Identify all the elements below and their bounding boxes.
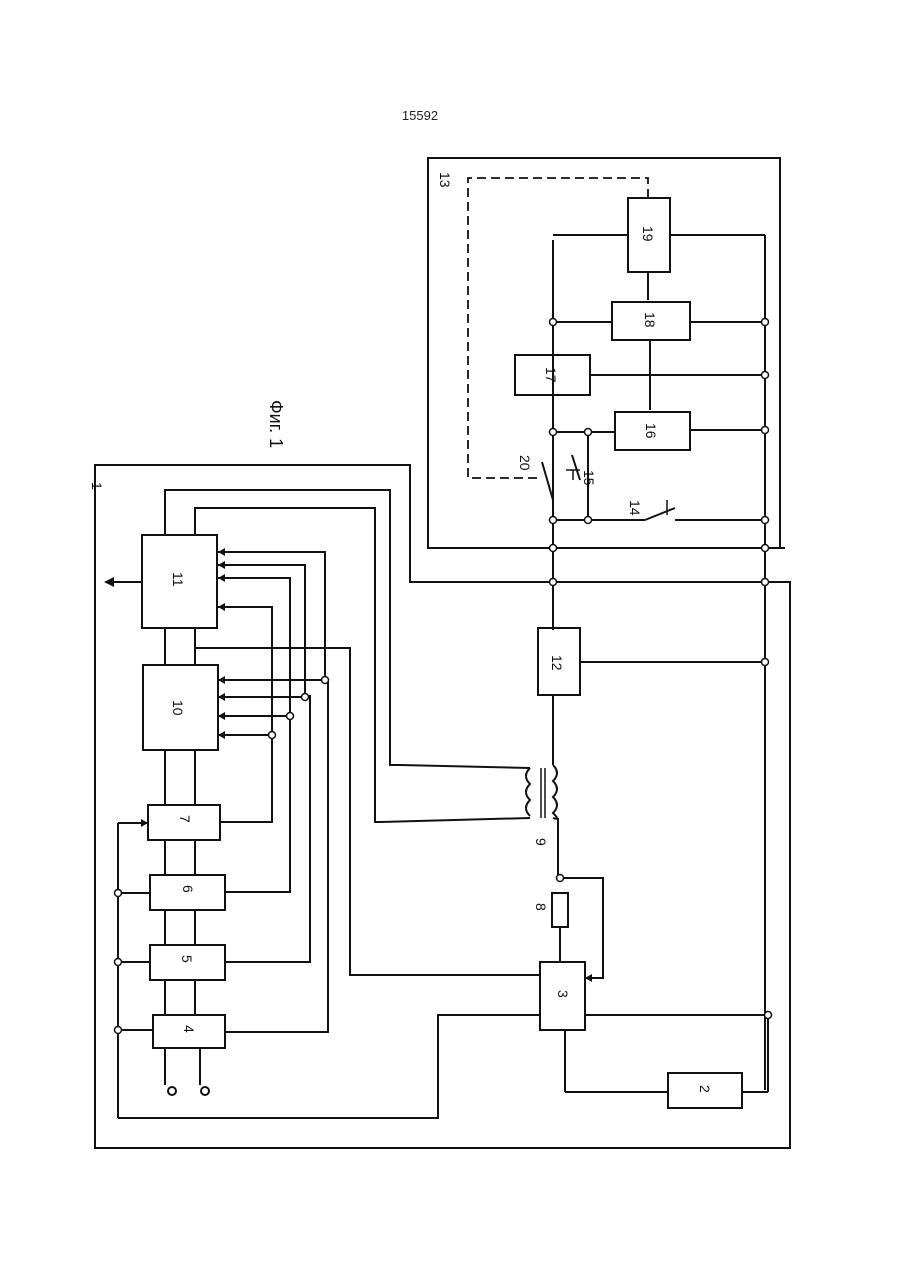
label-block-20: 20 bbox=[517, 455, 533, 471]
label-block-17: 17 bbox=[543, 367, 559, 383]
label-block-16: 16 bbox=[643, 423, 659, 439]
label-block-8: 8 bbox=[533, 903, 549, 911]
label-block-6: 6 bbox=[180, 885, 196, 893]
frame-13-border bbox=[428, 158, 780, 548]
frame-1-border bbox=[95, 465, 790, 1148]
label-block-10: 10 bbox=[170, 700, 186, 716]
label-block-3: 3 bbox=[555, 990, 571, 998]
label-block-1: 1 bbox=[89, 482, 105, 490]
label-block-18: 18 bbox=[642, 312, 658, 328]
label-block-15: 15 bbox=[581, 470, 597, 486]
label-block-7: 7 bbox=[177, 815, 193, 823]
transformer-9-secondary bbox=[526, 768, 530, 816]
resistor-8 bbox=[552, 893, 568, 927]
label-block-19: 19 bbox=[640, 226, 656, 242]
label-block-4: 4 bbox=[181, 1025, 197, 1033]
label-block-12: 12 bbox=[549, 655, 565, 671]
figure-caption: Фиг. 1 bbox=[266, 400, 286, 448]
label-block-14: 14 bbox=[627, 500, 643, 516]
label-block-2: 2 bbox=[697, 1085, 713, 1093]
label-block-5: 5 bbox=[179, 955, 195, 963]
transformer-9-primary bbox=[553, 765, 557, 819]
label-block-13: 13 bbox=[437, 172, 453, 188]
label-block-11: 11 bbox=[170, 572, 186, 587]
label-block-9: 9 bbox=[533, 838, 549, 846]
